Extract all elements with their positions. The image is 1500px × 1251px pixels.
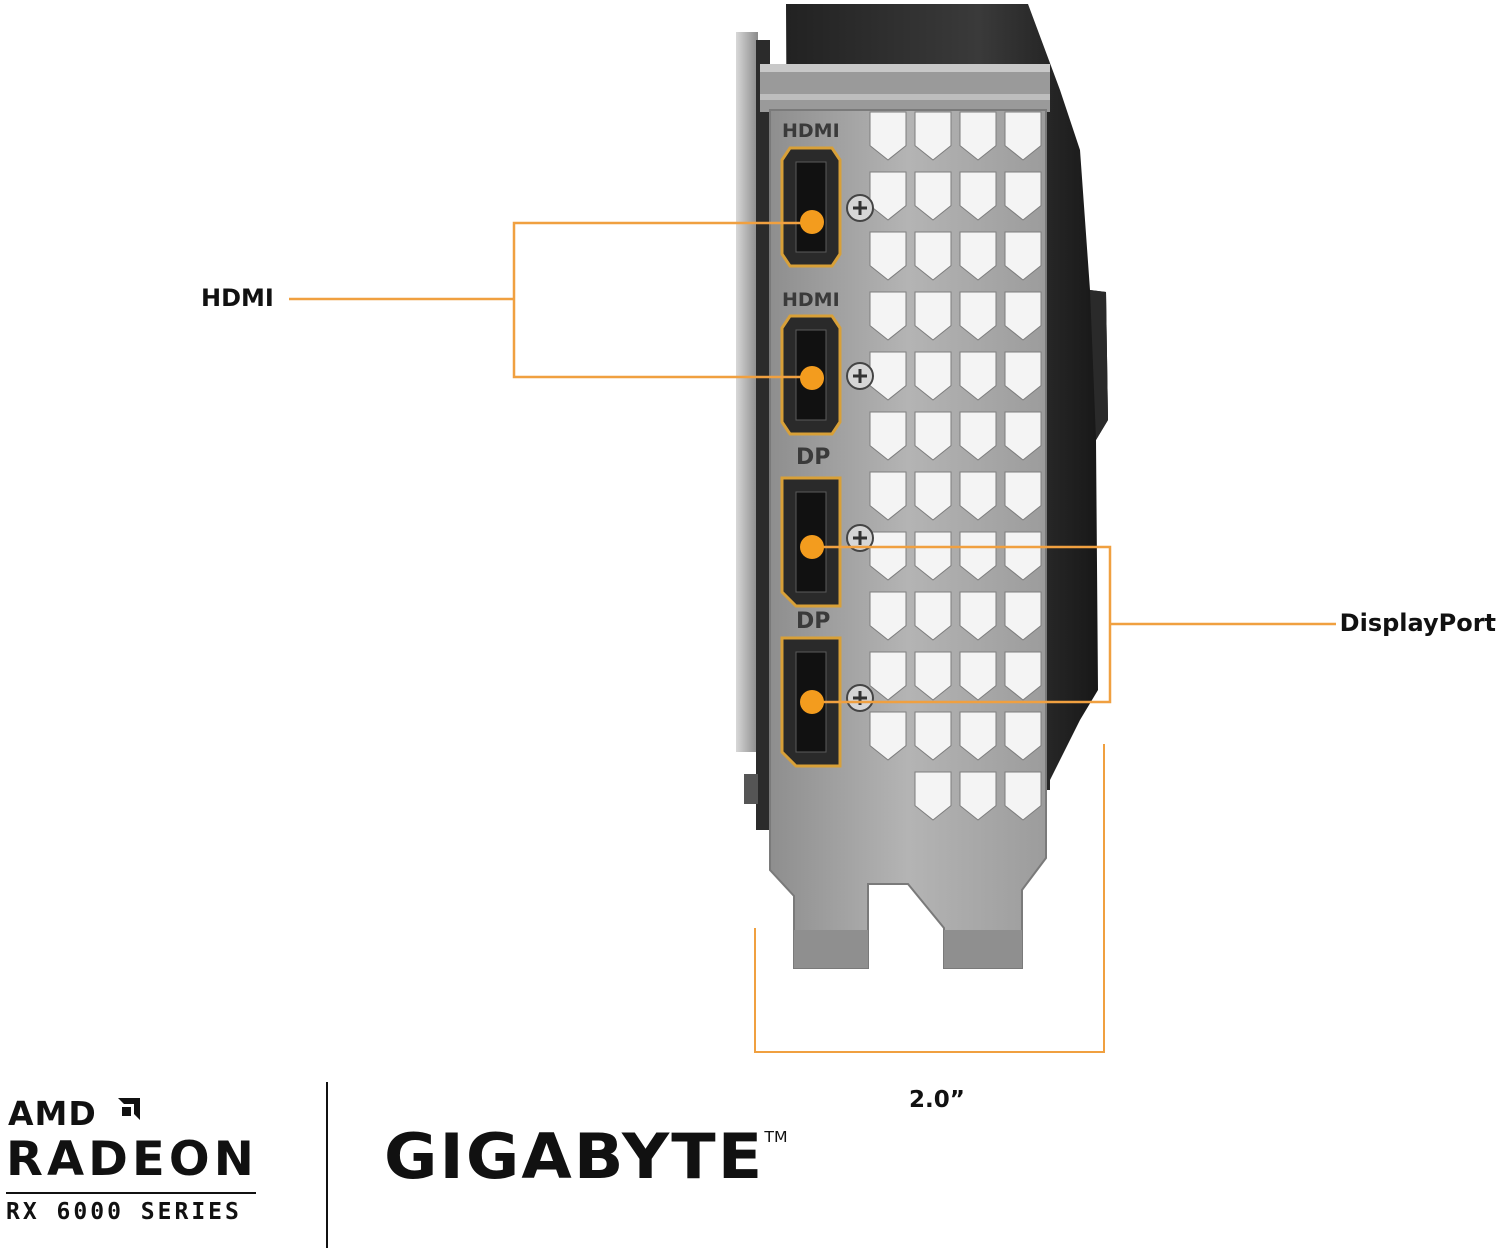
vent-hole <box>869 591 907 641</box>
vent-hole <box>914 231 952 281</box>
vent-hole <box>959 531 997 581</box>
vent-hole <box>1004 591 1042 641</box>
vent-hole <box>1004 111 1042 161</box>
bracket-top-lip <box>760 64 1050 112</box>
bracket-label-hdmi-1: HDMI <box>782 120 840 142</box>
screw-icon <box>846 524 874 552</box>
vent-hole <box>914 531 952 581</box>
bracket-label-hdmi-2: HDMI <box>782 289 840 311</box>
vent-hole <box>914 591 952 641</box>
vent-hole <box>1004 291 1042 341</box>
vent-hole <box>1004 531 1042 581</box>
width-dimension-label: 2.0” <box>909 1087 965 1113</box>
vent-hole <box>869 291 907 341</box>
vent-hole <box>1004 231 1042 281</box>
radeon-wordmark: RADEON <box>6 1132 258 1187</box>
vent-hole <box>959 411 997 461</box>
vent-hole <box>914 111 952 161</box>
screw-icon <box>846 194 874 222</box>
hdmi-port-icon <box>780 146 842 268</box>
bracket-label-dp-1: DP <box>796 445 830 470</box>
card-side-plate <box>736 32 770 830</box>
bracket-label-dp-2: DP <box>796 609 830 634</box>
vent-hole <box>914 711 952 761</box>
vent-hole <box>1004 711 1042 761</box>
gigabyte-logo: GIGABYTETM <box>384 1120 788 1193</box>
displayport-callout-label: DisplayPort <box>1339 609 1496 637</box>
vent-hole <box>1004 471 1042 521</box>
vent-hole <box>914 651 952 701</box>
hdmi-port-marker-1 <box>800 210 824 234</box>
vent-hole <box>959 171 997 221</box>
vent-hole <box>869 231 907 281</box>
screw-icon <box>846 684 874 712</box>
rx-series-wordmark: RX 6000 SERIES <box>6 1199 242 1225</box>
vent-hole <box>959 351 997 401</box>
displayport-marker-2 <box>800 690 824 714</box>
vent-hole <box>1004 651 1042 701</box>
vent-hole <box>869 111 907 161</box>
logo-rule <box>6 1192 256 1194</box>
amd-radeon-logo: AMD RADEON RX 6000 SERIES <box>6 1092 262 1232</box>
vent-hole <box>914 411 952 461</box>
vent-hole <box>1004 411 1042 461</box>
vent-hole <box>1004 351 1042 401</box>
vent-hole <box>959 651 997 701</box>
logo-divider <box>326 1082 328 1248</box>
vent-hole <box>869 711 907 761</box>
bracket-vent-pattern <box>869 111 1042 821</box>
amd-arrow-icon <box>118 1098 140 1120</box>
width-dimension-bracket <box>754 744 1105 1053</box>
vent-hole <box>959 471 997 521</box>
displayport-marker-1 <box>800 535 824 559</box>
displayport-callout-leader <box>812 545 1336 704</box>
vent-hole <box>959 711 997 761</box>
trademark-mark: TM <box>764 1128 788 1146</box>
hdmi-callout-leader <box>289 221 812 379</box>
vent-hole <box>914 291 952 341</box>
vent-hole <box>869 651 907 701</box>
vent-hole <box>959 231 997 281</box>
vent-hole <box>959 771 997 821</box>
vent-hole <box>914 471 952 521</box>
vent-hole <box>914 771 952 821</box>
hdmi-port-marker-2 <box>800 366 824 390</box>
vent-hole <box>1004 171 1042 221</box>
gigabyte-wordmark: GIGABYTE <box>384 1120 765 1193</box>
vent-hole <box>869 531 907 581</box>
vent-hole <box>869 471 907 521</box>
vent-hole <box>914 171 952 221</box>
vent-hole <box>959 111 997 161</box>
vent-hole <box>914 351 952 401</box>
vent-hole <box>959 591 997 641</box>
vent-hole <box>959 291 997 341</box>
vent-hole <box>869 411 907 461</box>
amd-wordmark: AMD <box>8 1094 97 1133</box>
screw-icon <box>846 362 874 390</box>
vent-hole <box>1004 771 1042 821</box>
hdmi-callout-label: HDMI <box>201 284 274 312</box>
